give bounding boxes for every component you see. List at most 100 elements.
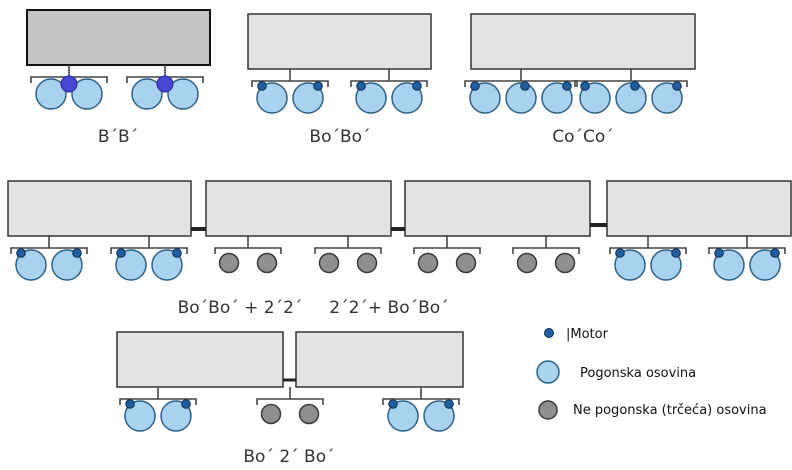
- bogie-frame: [708, 247, 786, 254]
- motor-dot: [156, 75, 174, 93]
- motor-dot: [60, 75, 78, 93]
- powered-axle-wheel: [749, 249, 781, 281]
- idle-axle-wheel: [554, 252, 576, 274]
- powered-axle-wheel: [292, 82, 324, 114]
- powered-axle-wheel: [355, 82, 387, 114]
- legend-motor-icon: [544, 328, 554, 338]
- bogie-frame: [574, 80, 688, 87]
- motor-dot: [72, 248, 82, 258]
- motor-dot: [770, 248, 780, 258]
- powered-axle-wheel: [387, 400, 419, 432]
- idle-axle-wheel: [356, 252, 378, 274]
- powered-axle-wheel: [614, 249, 646, 281]
- config-label-bo-2-bo: Bo´ 2´ Bo´: [243, 447, 334, 467]
- motor-dot: [313, 81, 323, 91]
- motor-dot: [520, 81, 530, 91]
- motor-dot: [562, 81, 572, 91]
- bogie-frame: [609, 247, 687, 254]
- powered-axle-wheel: [167, 78, 199, 110]
- car-body-row2-3: [404, 180, 591, 237]
- motor-dot: [672, 81, 682, 91]
- motor-dot: [412, 81, 422, 91]
- powered-axle-wheel: [256, 82, 288, 114]
- motor-dot: [615, 248, 625, 258]
- idle-axle-wheel: [417, 252, 439, 274]
- config-label-bobo: Bo´Bo´: [309, 127, 370, 147]
- configuration-labels: B´B´ Bo´Bo´ Co´Co´ Bo´Bo´ + 2´2´ 2´2´+ B…: [98, 127, 614, 467]
- powered-axle-wheel: [115, 249, 147, 281]
- car-body-row3-1: [116, 331, 284, 388]
- bogie-frame: [251, 80, 329, 87]
- powered-axle-wheel: [160, 400, 192, 432]
- idle-axle-wheel: [318, 252, 340, 274]
- idle-axle-wheel: [218, 252, 240, 274]
- legend-motor-label: |Motor: [566, 327, 609, 342]
- powered-axle-wheel: [131, 78, 163, 110]
- idle-axle-wheel: [256, 252, 278, 274]
- idle-axle-wheel: [516, 252, 538, 274]
- motor-dot: [16, 248, 26, 258]
- car-body-row3-2: [295, 331, 464, 388]
- motor-dot: [444, 399, 454, 409]
- powered-axle-wheel: [423, 400, 455, 432]
- motor-dot: [181, 399, 191, 409]
- bogie-frame: [413, 247, 481, 254]
- powered-axle-wheel: [650, 249, 682, 281]
- bogie-frame: [119, 398, 197, 405]
- powered-axle-wheel: [71, 78, 103, 110]
- powered-axle-wheel: [15, 249, 47, 281]
- motor-dot: [125, 399, 135, 409]
- motor-dot: [630, 81, 640, 91]
- car-body-bb: [26, 9, 211, 66]
- car-body-row2-1: [7, 180, 192, 237]
- powered-axle-wheel: [124, 400, 156, 432]
- car-bodies: [7, 9, 792, 388]
- config-label-22-bobo: 2´2´+ Bo´Bo´: [329, 298, 448, 318]
- powered-axle-wheel: [151, 249, 183, 281]
- motor-dot: [580, 81, 590, 91]
- bogie-frame: [382, 398, 460, 405]
- powered-axle-wheel: [505, 82, 537, 114]
- idle-axle-wheel: [298, 403, 320, 425]
- motor-dot: [388, 399, 398, 409]
- couplers: [191, 223, 607, 382]
- legend-idle-axle-icon: [538, 400, 558, 420]
- powered-axle-wheel: [713, 249, 745, 281]
- legend-powered-axle-icon: [536, 360, 560, 384]
- bogie-frame: [10, 247, 88, 254]
- bogie-frame: [314, 247, 382, 254]
- bogie-frame: [350, 80, 428, 87]
- bogie-frame: [110, 247, 188, 254]
- powered-axle-wheel: [651, 82, 683, 114]
- motor-dot: [671, 248, 681, 258]
- powered-axle-wheel: [469, 82, 501, 114]
- bogie-frame: [512, 247, 580, 254]
- car-body-bobo: [247, 13, 432, 70]
- powered-axle-wheel: [541, 82, 573, 114]
- idle-axle-wheel: [455, 252, 477, 274]
- motor-dot: [172, 248, 182, 258]
- car-body-row2-4: [606, 180, 792, 237]
- powered-axle-wheel: [51, 249, 83, 281]
- legend-idle-axle-label: Ne pogonska (trčeća) osovina: [573, 403, 767, 418]
- car-body-coco: [470, 13, 696, 70]
- legend: |Motor Pogonska osovina Ne pogonska (trč…: [536, 327, 767, 420]
- car-body-row2-2: [205, 180, 392, 237]
- legend-powered-axle-label: Pogonska osovina: [580, 366, 696, 381]
- motor-dot: [257, 81, 267, 91]
- motor-dot: [356, 81, 366, 91]
- powered-axle-wheel: [35, 78, 67, 110]
- bogie-frame: [214, 247, 282, 254]
- powered-axle-wheel: [615, 82, 647, 114]
- idle-axle-wheel: [260, 403, 282, 425]
- bogie-frame: [464, 80, 578, 87]
- powered-axle-wheel: [391, 82, 423, 114]
- powered-axle-wheel: [579, 82, 611, 114]
- config-label-bobo-22: Bo´Bo´ + 2´2´: [178, 298, 303, 318]
- config-label-coco: Co´Co´: [552, 127, 614, 147]
- motor-dot: [470, 81, 480, 91]
- bogie-frame: [256, 398, 324, 405]
- bogies: [10, 65, 786, 432]
- config-label-bb: B´B´: [98, 127, 138, 147]
